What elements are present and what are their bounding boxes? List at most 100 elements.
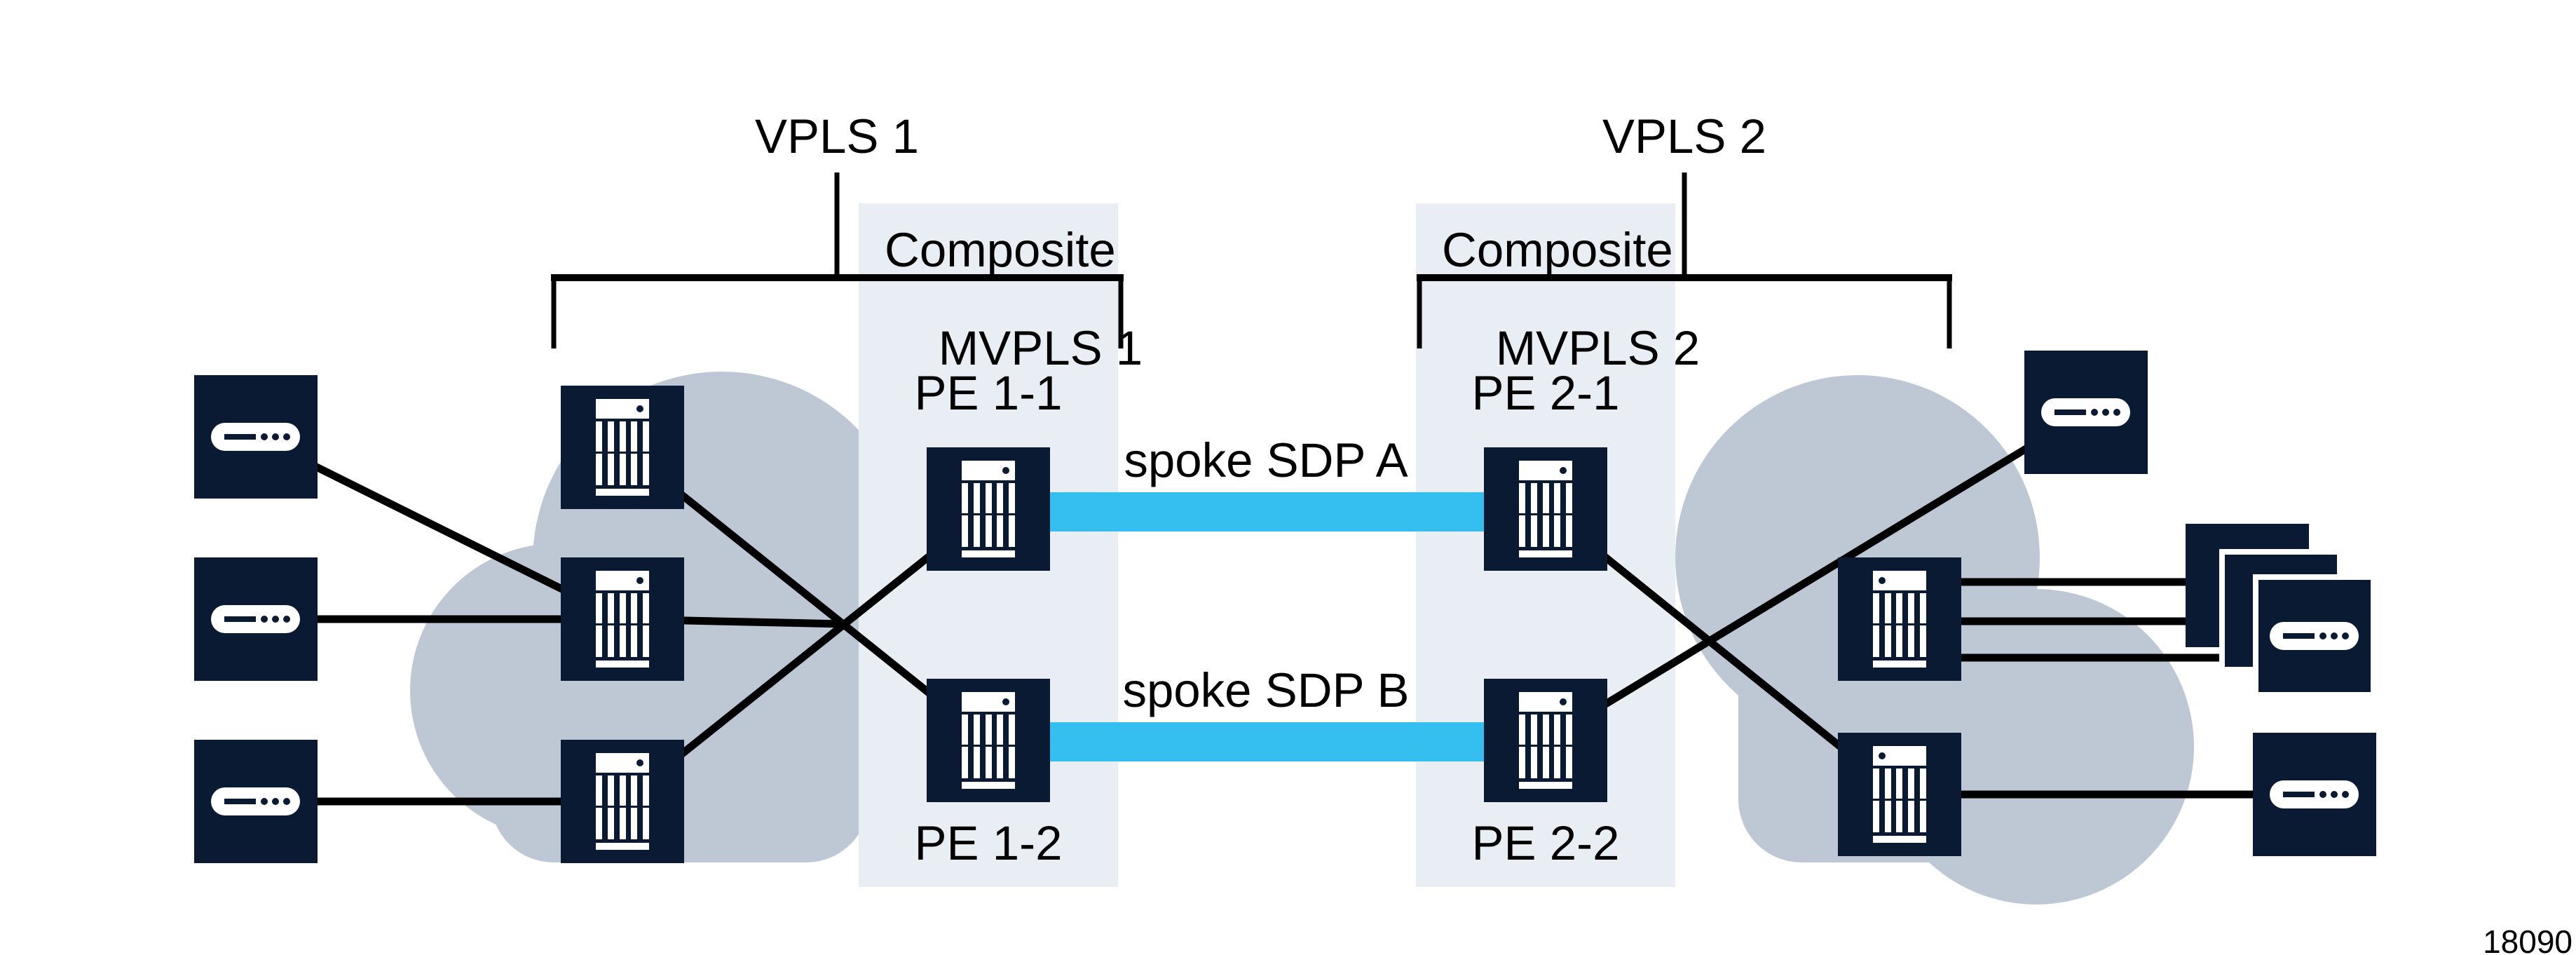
router-base: [1873, 836, 1926, 843]
ce-device-icon: [211, 423, 300, 451]
router-base: [596, 489, 649, 496]
ce-dot: [261, 616, 268, 623]
vpls2-label: VPLS 2: [1602, 109, 1766, 163]
router-faceplate: [1873, 571, 1926, 590]
ce-device-icon: [2270, 622, 2359, 650]
ce-device-left-2: [194, 557, 318, 681]
router-faceplate: [962, 461, 1015, 480]
ce-dash: [2283, 633, 2315, 639]
ce-dot: [2342, 791, 2349, 798]
ce-dot: [2319, 632, 2326, 639]
router-ports: [1519, 714, 1572, 745]
mvpls1-label: Composite MVPLS 1: [885, 226, 1143, 373]
router-ports: [962, 483, 1015, 513]
router-led: [1002, 467, 1009, 474]
router-icon: [1519, 692, 1572, 789]
pe-2-1-label: PE 2-1: [1471, 366, 1620, 420]
mvpls2-line2: MVPLS 2: [1495, 321, 1701, 375]
link-pe-2-2-ce-r-top: [1543, 409, 2088, 744]
mvpls2-line1: Composite: [1442, 223, 1673, 277]
router-ports: [596, 593, 649, 623]
agg-router-left-2: [561, 557, 684, 681]
router-base: [596, 661, 649, 668]
router-ports: [1873, 768, 1926, 799]
spoke-sdp-a-label: spoke SDP A: [1124, 433, 1408, 487]
ce-device-left-1: [194, 375, 318, 499]
ce-device-icon: [2041, 398, 2130, 426]
router-faceplate: [596, 571, 649, 590]
pe-1-1-label: PE 1-1: [914, 366, 1063, 420]
router-icon: [1519, 461, 1572, 557]
router-ports: [1519, 747, 1572, 778]
spoke-sdp-b-label: spoke SDP B: [1122, 663, 1410, 717]
ce-dot: [2331, 632, 2338, 639]
router-led: [1002, 698, 1009, 705]
router-icon: [596, 571, 649, 668]
ce-dot: [272, 798, 279, 805]
ce-dash: [2054, 409, 2086, 415]
router-ports: [1519, 515, 1572, 547]
router-base: [596, 843, 649, 850]
pe-1-2-label: PE 1-2: [914, 816, 1063, 870]
router-faceplate: [596, 399, 649, 419]
spoke-sdp-bars: [1048, 492, 1487, 761]
router-ports: [1519, 483, 1572, 513]
router-base: [1519, 550, 1572, 557]
router-ports: [962, 515, 1015, 547]
ce-dot: [272, 616, 279, 623]
ce-device-icon: [211, 605, 300, 633]
ce-dash: [2283, 792, 2315, 797]
router-faceplate: [1873, 746, 1926, 766]
ce-dot: [261, 798, 268, 805]
router-base: [1519, 782, 1572, 789]
ce-dot: [2091, 409, 2098, 416]
router-icon: [962, 461, 1015, 557]
router-led: [636, 577, 643, 584]
router-led: [1879, 752, 1886, 759]
ce-dash: [224, 616, 256, 622]
router-base: [962, 782, 1015, 789]
ce-dot: [2113, 409, 2120, 416]
router-led: [1560, 698, 1567, 705]
ce-device-right-bottom: [2253, 733, 2376, 856]
router-ports: [596, 454, 649, 485]
spoke-sdp-b-bar: [1048, 722, 1487, 761]
router-led: [1879, 577, 1886, 584]
ce-device-stack-front: [2253, 574, 2376, 698]
agg-router-left-3: [561, 740, 684, 863]
router-faceplate: [1519, 692, 1572, 712]
router-base: [962, 550, 1015, 557]
router-ports: [596, 808, 649, 839]
pe-2-2-label: PE 2-2: [1471, 816, 1620, 870]
ce-dot: [2102, 409, 2109, 416]
vpls1-label: VPLS 1: [755, 109, 919, 163]
router-ports: [596, 775, 649, 806]
ce-device-left-3: [194, 740, 318, 863]
vpls-brackets: [551, 172, 1952, 348]
router-icon: [596, 753, 649, 850]
router-ports: [1873, 593, 1926, 623]
ce-dot: [283, 433, 290, 440]
ce-dash: [224, 434, 256, 440]
router-led: [636, 405, 643, 412]
router-faceplate: [1519, 461, 1572, 480]
ce-dot: [2331, 791, 2338, 798]
router-led: [1560, 467, 1567, 474]
router-ports: [596, 421, 649, 452]
ce-dash: [224, 799, 256, 804]
ce-device-right-top: [2024, 351, 2148, 474]
router-faceplate: [962, 692, 1015, 712]
ce-device-icon: [211, 787, 300, 815]
router-ports: [1873, 625, 1926, 657]
ce-dot: [283, 616, 290, 623]
router-icon: [596, 399, 649, 496]
agg-router-right-2: [1838, 733, 1961, 856]
pe-2-1-router: [1484, 447, 1607, 571]
ce-dot: [2342, 632, 2349, 639]
figure-number: 18090: [2483, 923, 2572, 955]
agg-router-left-1: [561, 386, 684, 509]
router-icon: [1873, 746, 1926, 843]
ce-dot: [272, 433, 279, 440]
router-ports: [1873, 801, 1926, 832]
